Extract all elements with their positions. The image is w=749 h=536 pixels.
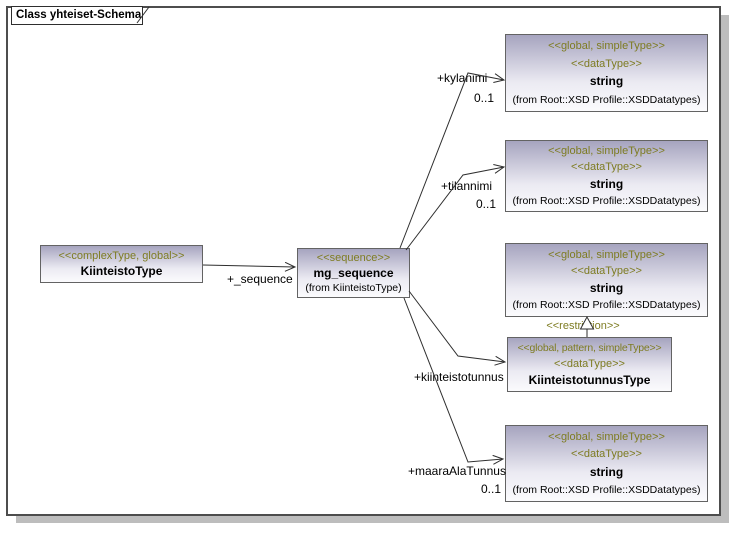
stereotype-label: <<dataType>> bbox=[554, 358, 625, 370]
stereotype-label: <<global, pattern, simpleType>> bbox=[517, 342, 662, 354]
edge-label-maaraalatunnus: +maaraAlaTunnus bbox=[408, 464, 506, 478]
class-name: string bbox=[589, 464, 624, 479]
stereotype-label: <<dataType>> bbox=[571, 57, 642, 70]
from-label: (from Root::XSD Profile::XSDDatatypes) bbox=[512, 194, 701, 207]
class-name: string bbox=[589, 176, 624, 191]
class-box-string-kylanimi[interactable]: <<global, simpleType>> <<dataType>> stri… bbox=[505, 34, 708, 112]
from-label: (from KiinteistoType) bbox=[305, 282, 402, 295]
class-box-string-restriction-parent[interactable]: <<global, simpleType>> <<dataType>> stri… bbox=[505, 243, 708, 317]
class-box-kiinteistotunnustype[interactable]: <<global, pattern, simpleType>> <<dataTy… bbox=[507, 337, 672, 392]
edge-label-sequence: +_sequence bbox=[227, 272, 293, 286]
class-name: KiinteistotunnusType bbox=[528, 373, 651, 387]
multiplicity-tilannimi: 0..1 bbox=[476, 197, 497, 211]
stereotype-label: <<sequence>> bbox=[316, 251, 391, 264]
stereotype-label: <<global, simpleType>> bbox=[548, 248, 665, 261]
class-box-mg-sequence[interactable]: <<sequence>> mg_sequence (from Kiinteist… bbox=[297, 248, 410, 298]
class-box-kiinteistotype[interactable]: <<complexType, global>> KiinteistoType bbox=[40, 245, 203, 283]
class-name: KiinteistoType bbox=[80, 264, 163, 279]
class-name: mg_sequence bbox=[313, 265, 394, 280]
class-box-string-tilannimi[interactable]: <<global, simpleType>> <<dataType>> stri… bbox=[505, 140, 708, 212]
edge-label-tilannimi: +tilannimi bbox=[441, 179, 493, 193]
multiplicity-kylanimi: 0..1 bbox=[474, 91, 495, 105]
stereotype-label: <<global, simpleType>> bbox=[548, 145, 665, 158]
class-name: string bbox=[589, 280, 624, 295]
frame-title: Class yhteiset-Schema bbox=[16, 9, 142, 21]
multiplicity-maaraalatunnus: 0..1 bbox=[481, 482, 502, 496]
from-label: (from Root::XSD Profile::XSDDatatypes) bbox=[512, 483, 701, 496]
stereotype-label: <<complexType, global>> bbox=[58, 249, 185, 262]
stereotype-label: <<dataType>> bbox=[571, 265, 642, 278]
class-name: string bbox=[589, 74, 624, 89]
stereotype-label: <<global, simpleType>> bbox=[548, 40, 665, 53]
edge-label-restriction: <<restriction>> bbox=[546, 320, 620, 332]
stereotype-label: <<dataType>> bbox=[571, 448, 642, 461]
class-box-string-maaraalatunnus[interactable]: <<global, simpleType>> <<dataType>> stri… bbox=[505, 425, 708, 502]
edge-label-kiinteistotunnus: +kiinteistotunnus bbox=[414, 370, 504, 384]
edge-label-kylanimi: +kylanimi bbox=[437, 71, 488, 85]
from-label: (from Root::XSD Profile::XSDDatatypes) bbox=[512, 93, 701, 106]
stereotype-label: <<global, simpleType>> bbox=[548, 431, 665, 444]
from-label: (from Root::XSD Profile::XSDDatatypes) bbox=[512, 299, 701, 312]
frame-title-tab: Class yhteiset-Schema bbox=[11, 6, 143, 25]
stereotype-label: <<dataType>> bbox=[571, 161, 642, 174]
